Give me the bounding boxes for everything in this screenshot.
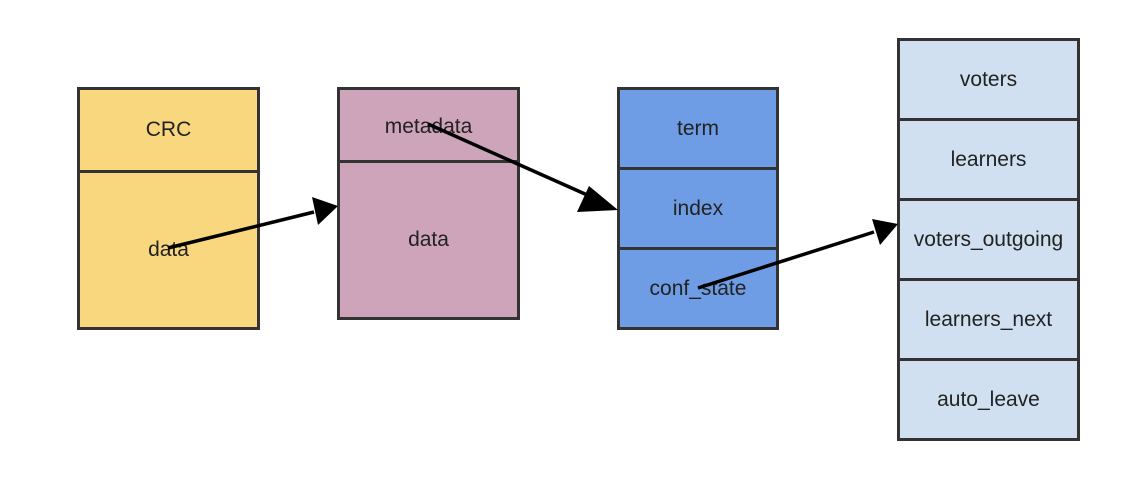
metadata-field: metadata bbox=[384, 115, 473, 138]
index-field: index bbox=[620, 167, 776, 247]
voters-field: voters bbox=[959, 67, 1018, 91]
metadata-block: metadata data bbox=[337, 87, 520, 320]
term-block: term index conf_state bbox=[617, 87, 779, 330]
metadata-data-field: data bbox=[340, 160, 517, 317]
auto-leave-field: auto_leave bbox=[900, 358, 1077, 438]
conf-state-block: voters learners voters_outgoing learners… bbox=[897, 38, 1080, 441]
arrowhead-data-to-metadata-block bbox=[312, 197, 338, 225]
arrowhead-conf-state-to-conf-state-block bbox=[872, 219, 898, 245]
voters-outgoing-field: voters_outgoing bbox=[900, 198, 1077, 278]
term-field: term bbox=[677, 116, 719, 140]
crc-block: CRC data bbox=[77, 87, 260, 330]
arrowhead-metadata-to-term-block bbox=[577, 186, 618, 212]
learners-next-field: learners_next bbox=[900, 278, 1077, 358]
crc-data-field: data bbox=[80, 170, 257, 327]
conf-state-field: conf_state bbox=[620, 247, 776, 327]
learners-field: learners bbox=[900, 118, 1077, 198]
crc-field: CRC bbox=[145, 118, 192, 141]
